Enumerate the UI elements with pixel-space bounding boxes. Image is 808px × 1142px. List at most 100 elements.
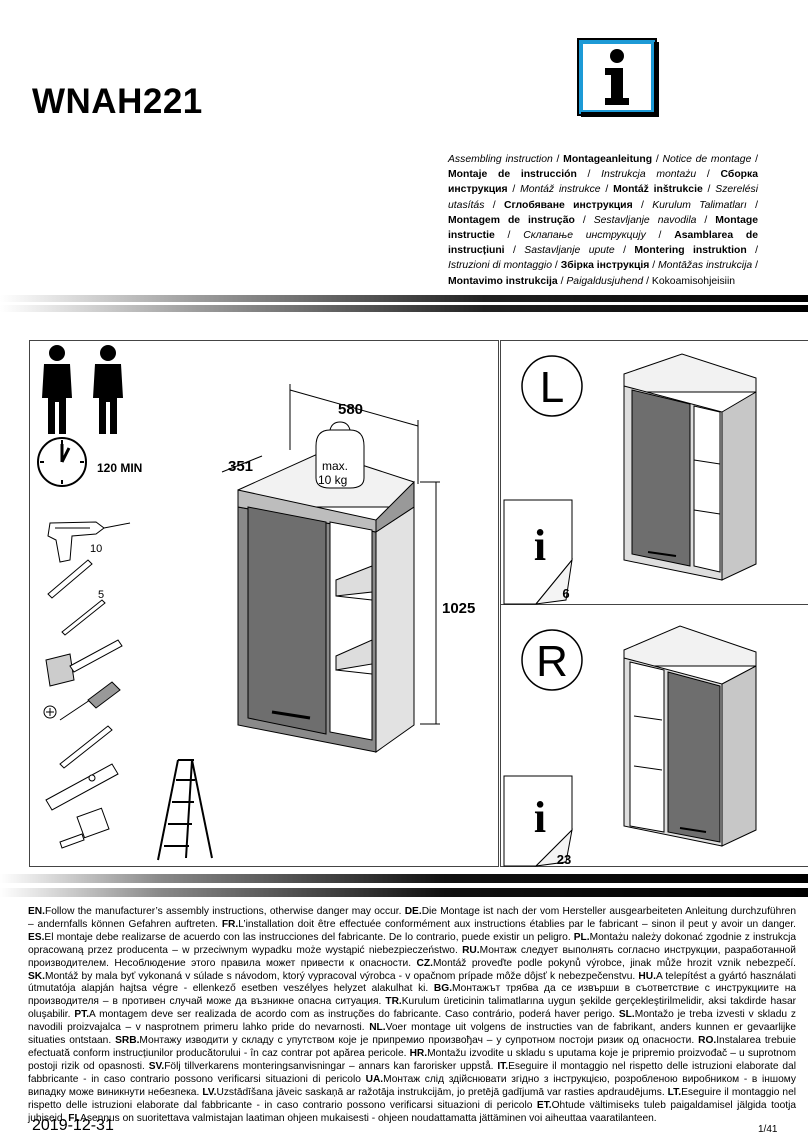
clock-icon	[37, 437, 87, 487]
languages-block: Assembling instruction / Montageanleitun…	[448, 154, 759, 287]
document-date: 2019-12-31	[32, 1117, 114, 1134]
warning-text: Voer montage uit volgens de instructies …	[28, 1022, 796, 1047]
info-icon	[577, 38, 659, 117]
language-title: Assembling instruction	[448, 154, 553, 165]
warning-text: Montažo je treba izvesti v skladu z navo…	[28, 1009, 796, 1034]
language-title: Збірка інструкція	[560, 260, 650, 272]
warning-lang-code: RU.	[462, 944, 480, 956]
warning-lang-code: SK.	[28, 970, 45, 982]
warning-text: Kurulum üreticinin talimatlarına uygun ş…	[28, 996, 797, 1021]
language-title: Montagem de instrução	[448, 214, 575, 226]
language-title: Montáž instrukce	[520, 184, 601, 196]
overview-panel	[29, 340, 499, 867]
screwdriver-icon	[43, 681, 121, 721]
language-title: Paigaldusjuhend	[566, 275, 644, 287]
cabinet-left-drawing	[623, 353, 757, 581]
warning-text: Монтажу изводити у складу с упутством ко…	[139, 1035, 699, 1047]
warning-text: Följ tillverkarens monteringsanvisningar…	[164, 1060, 498, 1072]
variant-l-circle	[521, 355, 583, 417]
page-number: 1/41	[758, 1124, 778, 1135]
dimension-lines	[221, 384, 440, 725]
pencil-icon	[59, 725, 113, 769]
bottom-divider-bar	[0, 874, 808, 897]
warning-text: Eseguire il montaggio nel rispetto delle…	[28, 1086, 797, 1111]
warning-lang-code: SV.	[148, 1060, 165, 1072]
language-title: Montage instructie	[448, 214, 758, 242]
warning-text: Montáž by mala byť vykonaná v súlade s n…	[44, 970, 639, 982]
variant-l-letter: L	[540, 363, 564, 412]
top-divider-bar	[0, 295, 808, 312]
language-title: Montageanleitung	[563, 154, 653, 165]
language-title: Montáž inštrukcie	[613, 184, 703, 196]
warning-text: Монтаж слід здійснювати згідно з інструк…	[28, 1073, 796, 1098]
warning-lang-code: PT.	[74, 1009, 90, 1021]
language-title: Kurulum Talimatları	[652, 199, 747, 211]
warning-lang-code: LT.	[667, 1086, 682, 1098]
warning-text: Asennus on suoritettava valmistajan laat…	[80, 1112, 657, 1124]
warning-text: A telepítést a gyártó használati útmutat…	[28, 970, 796, 995]
warning-lang-code: LV.	[202, 1086, 217, 1098]
time-label: 120 MIN	[97, 461, 142, 475]
warning-text: Eseguire il montaggio nel rispetto delle…	[28, 1060, 796, 1085]
language-title: Montavimo instrukcija	[448, 275, 558, 287]
language-title: Сборка инструкция	[448, 169, 758, 196]
warning-text: Ohtude vältimiseks tuleb paigaldamisel j…	[28, 1099, 796, 1124]
variant-r-circle	[521, 629, 583, 691]
warning-lang-code: HU.	[638, 970, 656, 982]
weight-icon	[315, 421, 365, 489]
tape-measure-icon	[59, 807, 110, 849]
language-title: Notice de montage	[662, 154, 752, 165]
variant-l-info-box	[503, 499, 573, 605]
variant-l-info-icon: i	[534, 521, 546, 570]
warning-text: Die Montage ist nach der vom Hersteller …	[28, 906, 796, 930]
variant-l-page-ref: 6	[562, 586, 569, 601]
step-ladder-icon	[157, 759, 213, 861]
two-persons-icon	[42, 345, 123, 434]
warning-text: Instalarea trebuie efectuată conform ins…	[28, 1035, 796, 1059]
model-title: WNAH221	[32, 82, 203, 121]
warning-lang-code: RO.	[698, 1035, 717, 1047]
warning-lang-code: SRB.	[115, 1035, 140, 1047]
warning-lang-code: NL.	[369, 1022, 386, 1034]
drill-size-5: 5	[98, 589, 104, 601]
warning-lang-code: BG.	[433, 983, 453, 995]
warning-lang-code: PL.	[573, 931, 590, 943]
language-title: Montaje de instrucción	[448, 169, 577, 181]
language-title: Sastavljanje upute	[524, 245, 615, 257]
warning-text: Uzstādīšana jāveic saskaņā ar ražotāja i…	[216, 1086, 668, 1098]
warning-text: Монтажът трябва да се извърши в съответс…	[28, 983, 796, 1008]
warning-lang-code: IT.	[497, 1060, 509, 1072]
language-title: Sestavljanje navodila	[593, 214, 697, 226]
drill-bit-10-icon	[47, 559, 93, 599]
warning-lang-code: DE.	[404, 906, 422, 917]
variant-r-info-box	[503, 775, 573, 867]
language-title: Istruzioni di montaggio	[448, 260, 553, 272]
cabinet-right-drawing	[623, 625, 757, 847]
warning-lang-code: ET.	[536, 1099, 552, 1111]
dimension-height: 1025	[442, 600, 475, 617]
language-title: Instrukcja montażu	[601, 169, 697, 181]
warning-text: Монтаж следует выполнять согласно инстру…	[28, 944, 796, 969]
warning-lang-code: UA.	[365, 1073, 384, 1085]
language-title: Склапање инструкцију	[523, 230, 646, 242]
variant-r-letter: R	[536, 637, 568, 686]
warning-lang-code: TR.	[385, 996, 402, 1008]
warning-lang-code: ES.	[28, 931, 45, 943]
warning-lang-code: FI.	[68, 1112, 81, 1124]
drill-size-10: 10	[90, 543, 102, 555]
language-title: Szerelési utasítás	[448, 184, 759, 211]
warning-text: El montaje debe realizarse de acuerdo co…	[44, 931, 574, 943]
warning-text: Montažu izvodite u skladu s uputama koje…	[28, 1047, 796, 1072]
drill-bit-5-icon	[61, 599, 106, 636]
warning-text: L’installation doit être effectuée confo…	[238, 918, 796, 930]
warning-text: Follow the manufacturer’s assembly instr…	[44, 906, 405, 917]
language-title: Asamblarea de instrucțiuni	[448, 230, 758, 257]
warning-lang-code: HR.	[409, 1047, 428, 1059]
warning-lang-code: FR.	[221, 918, 239, 930]
hammer-icon	[45, 639, 123, 687]
warning-lang-code: EN.	[28, 906, 45, 917]
variants-divider	[500, 604, 808, 605]
dimension-width: 580	[338, 401, 363, 418]
warning-text: A montagem deve ser realizada de acordo …	[89, 1009, 619, 1021]
